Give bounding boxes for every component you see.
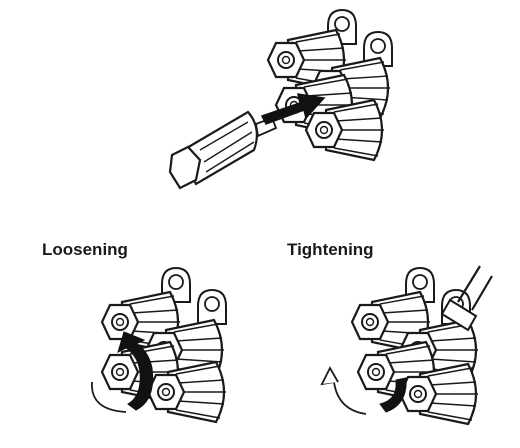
tightening-arrow xyxy=(320,366,407,415)
insert-arrow xyxy=(260,93,326,125)
tightening-caption: Tightening xyxy=(287,240,374,259)
loosening-caption: Loosening xyxy=(42,240,128,259)
terminal-cluster-top xyxy=(266,9,393,162)
rear-lug-lower xyxy=(197,289,227,325)
banana-plug xyxy=(168,110,278,190)
cable xyxy=(440,265,493,332)
loosening-arrow xyxy=(91,331,154,413)
terminal-cluster-tightening xyxy=(350,267,480,426)
